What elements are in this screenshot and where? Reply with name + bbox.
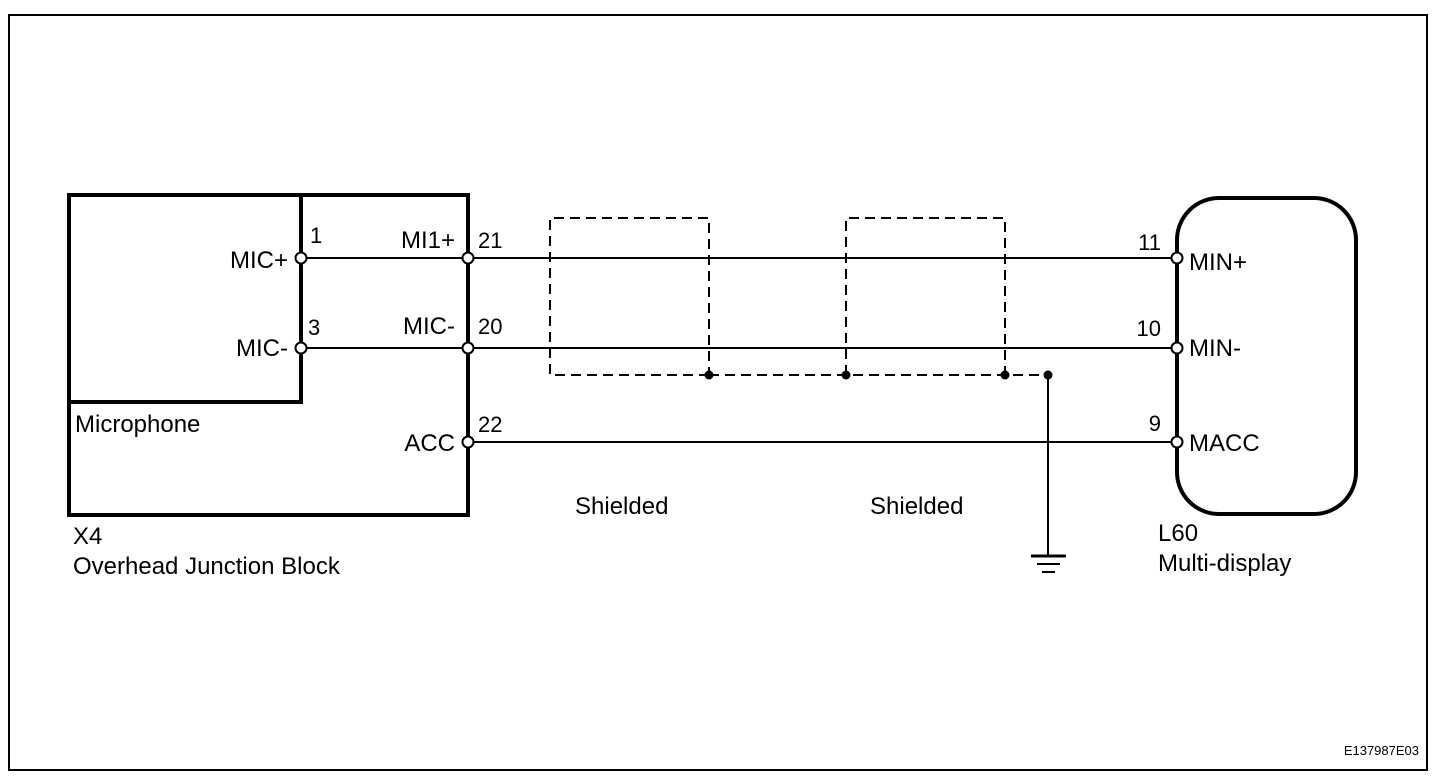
splice-dot — [1000, 370, 1010, 380]
macc-label: MACC — [1189, 430, 1260, 457]
terminal-mic-minus — [294, 341, 308, 355]
junction-block-name: Overhead Junction Block — [73, 553, 341, 580]
terminal-jb-mic-minus — [461, 341, 475, 355]
microphone-box — [69, 195, 303, 404]
min-plus-pin-number: 11 — [1138, 230, 1161, 255]
junction-block-box — [67, 193, 470, 517]
splice-dot — [841, 370, 851, 380]
acc-pin-number: 22 — [478, 412, 502, 437]
shield-1-label: Shielded — [575, 493, 668, 520]
multi-display-box — [1175, 196, 1358, 516]
min-minus-label: MIN- — [1189, 335, 1241, 362]
multi-display-code: L60 — [1158, 520, 1198, 547]
splice-dot — [704, 370, 714, 380]
macc-pin-number: 9 — [1149, 411, 1161, 436]
acc-label: ACC — [404, 430, 455, 457]
jb-mic-minus-pin-number: 20 — [478, 314, 502, 339]
junction-block-code: X4 — [73, 523, 102, 550]
shield-2-outline — [845, 217, 1006, 375]
shield-1-outline — [549, 217, 710, 376]
terminal-min-minus — [1170, 341, 1184, 355]
terminal-mi1-plus — [461, 251, 475, 265]
splice-dot — [1043, 370, 1053, 380]
diagram-frame — [8, 14, 1428, 771]
microphone-title: Microphone — [75, 411, 200, 438]
ground-icon — [1031, 554, 1066, 573]
diagram-id: E137987E03 — [1344, 743, 1419, 758]
mic-plus-pin-number: 1 — [310, 223, 322, 248]
min-minus-pin-number: 10 — [1137, 316, 1161, 341]
mic-minus-label: MIC- — [236, 335, 288, 362]
mi1-plus-label: MI1+ — [401, 227, 455, 254]
min-plus-label: MIN+ — [1189, 249, 1247, 276]
jb-mic-minus-label: MIC- — [403, 313, 455, 340]
terminal-mic-plus — [294, 251, 308, 265]
multi-display-name: Multi-display — [1158, 550, 1291, 577]
mic-minus-pin-number: 3 — [308, 315, 320, 340]
mi1-plus-pin-number: 21 — [478, 228, 502, 253]
terminal-min-plus — [1170, 251, 1184, 265]
shield-2-label: Shielded — [870, 493, 963, 520]
terminal-acc — [461, 435, 475, 449]
terminal-macc — [1170, 435, 1184, 449]
mic-plus-label: MIC+ — [230, 247, 288, 274]
